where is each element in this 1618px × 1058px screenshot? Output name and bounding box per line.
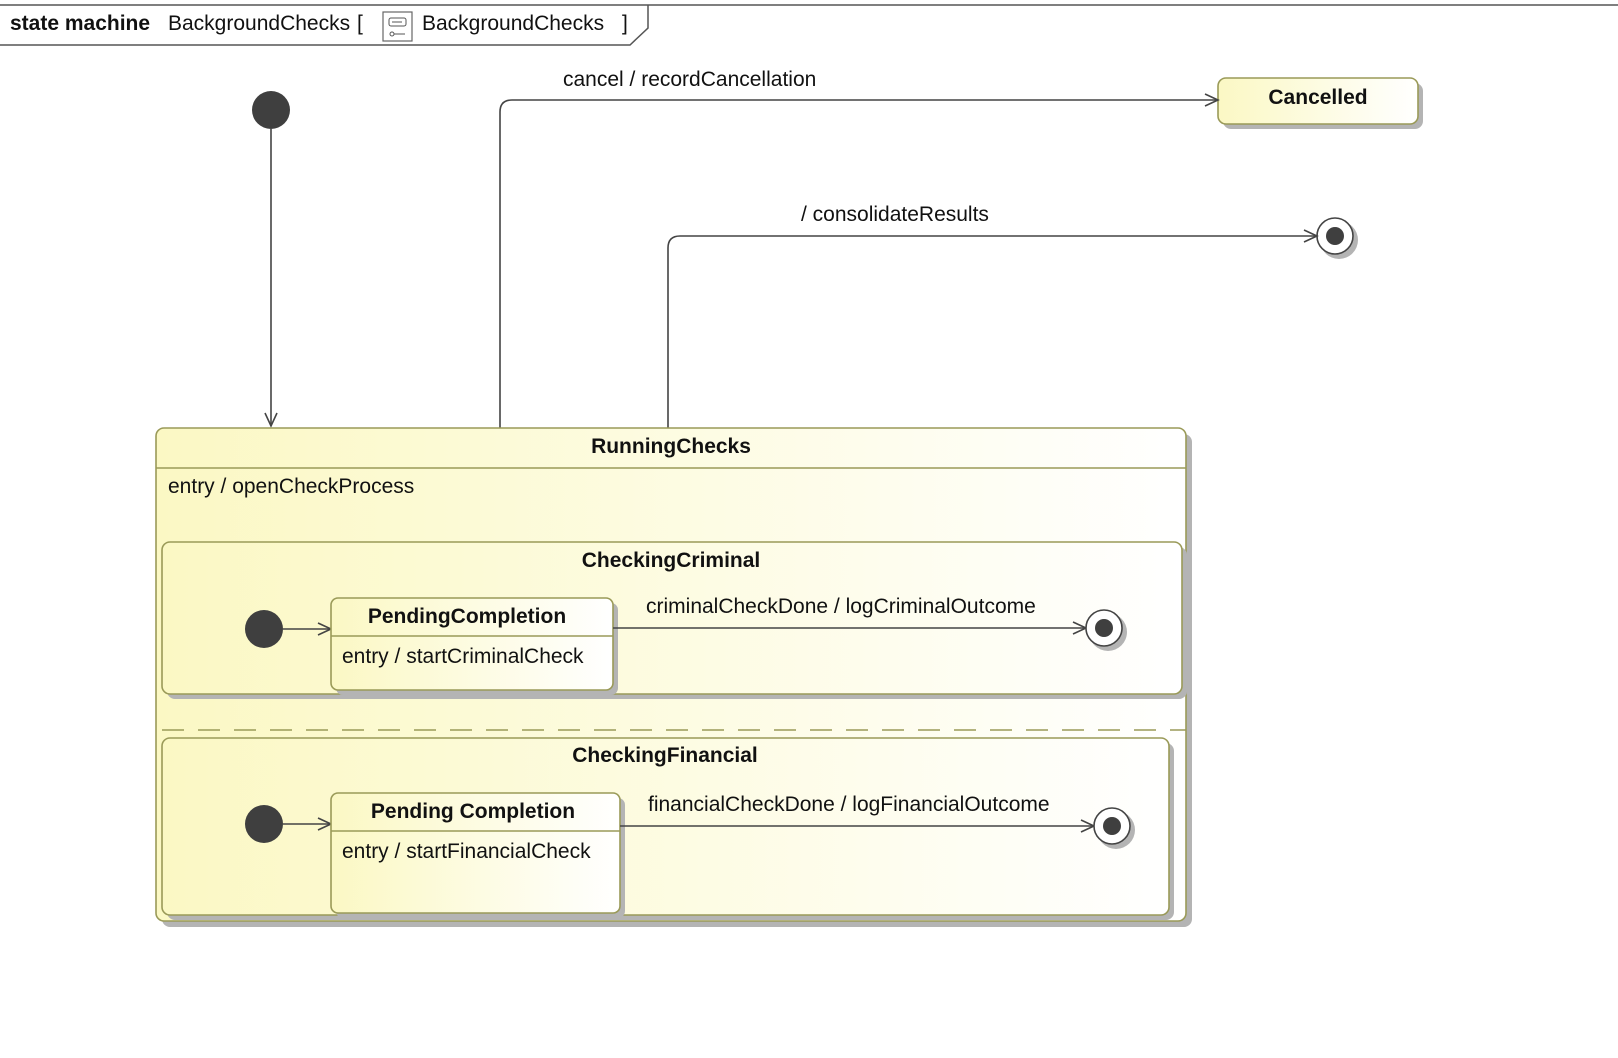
complete-transition-arrow <box>667 229 1319 428</box>
cancel-transition-label: cancel / recordCancellation <box>563 68 816 91</box>
final-state-top <box>1316 217 1358 259</box>
state-cancelled-name: Cancelled <box>1268 86 1367 109</box>
criminal-final-state <box>1085 609 1127 651</box>
initial-node <box>252 91 290 129</box>
state-pending-completion-financial[interactable]: Pending Completion entry / startFinancia… <box>330 792 625 918</box>
frame-bracket-open: [ <box>357 12 363 35</box>
state-running-checks-entry: entry / openCheckProcess <box>168 475 414 498</box>
region-checking-financial: CheckingFinancial Pending Completion ent… <box>161 737 1174 920</box>
frame-name: BackgroundChecks <box>168 12 350 35</box>
region-checking-financial-name: CheckingFinancial <box>572 744 758 767</box>
cancel-transition-arrow <box>499 93 1220 428</box>
region-checking-criminal-name: CheckingCriminal <box>582 549 761 572</box>
financial-done-transition-label: financialCheckDone / logFinancialOutcome <box>648 793 1050 816</box>
state-pending-completion-financial-entry: entry / startFinancialCheck <box>342 840 591 863</box>
frame-keyword: state machine <box>10 12 150 35</box>
state-pending-completion-criminal-entry: entry / startCriminalCheck <box>342 645 584 668</box>
complete-transition-label: / consolidateResults <box>801 203 989 226</box>
state-cancelled[interactable]: Cancelled <box>1217 77 1423 129</box>
frame-ref-name: BackgroundChecks <box>422 12 604 35</box>
region-checking-criminal: CheckingCriminal PendingCompletion entry… <box>161 541 1187 699</box>
diagram-frame-header: state machine BackgroundChecks [ Backgro… <box>0 4 1618 46</box>
state-running-checks-name: RunningChecks <box>591 435 751 458</box>
criminal-done-transition-label: criminalCheckDone / logCriminalOutcome <box>646 595 1036 618</box>
state-machine-icon <box>382 11 413 42</box>
state-pending-completion-financial-name: Pending Completion <box>371 800 575 823</box>
frame-bracket-close: ] <box>622 12 628 35</box>
criminal-initial-node <box>245 610 283 648</box>
state-pending-completion-criminal-name: PendingCompletion <box>368 605 566 628</box>
financial-final-state <box>1093 807 1135 849</box>
state-pending-completion-criminal[interactable]: PendingCompletion entry / startCriminalC… <box>330 597 618 695</box>
financial-initial-node <box>245 805 283 843</box>
